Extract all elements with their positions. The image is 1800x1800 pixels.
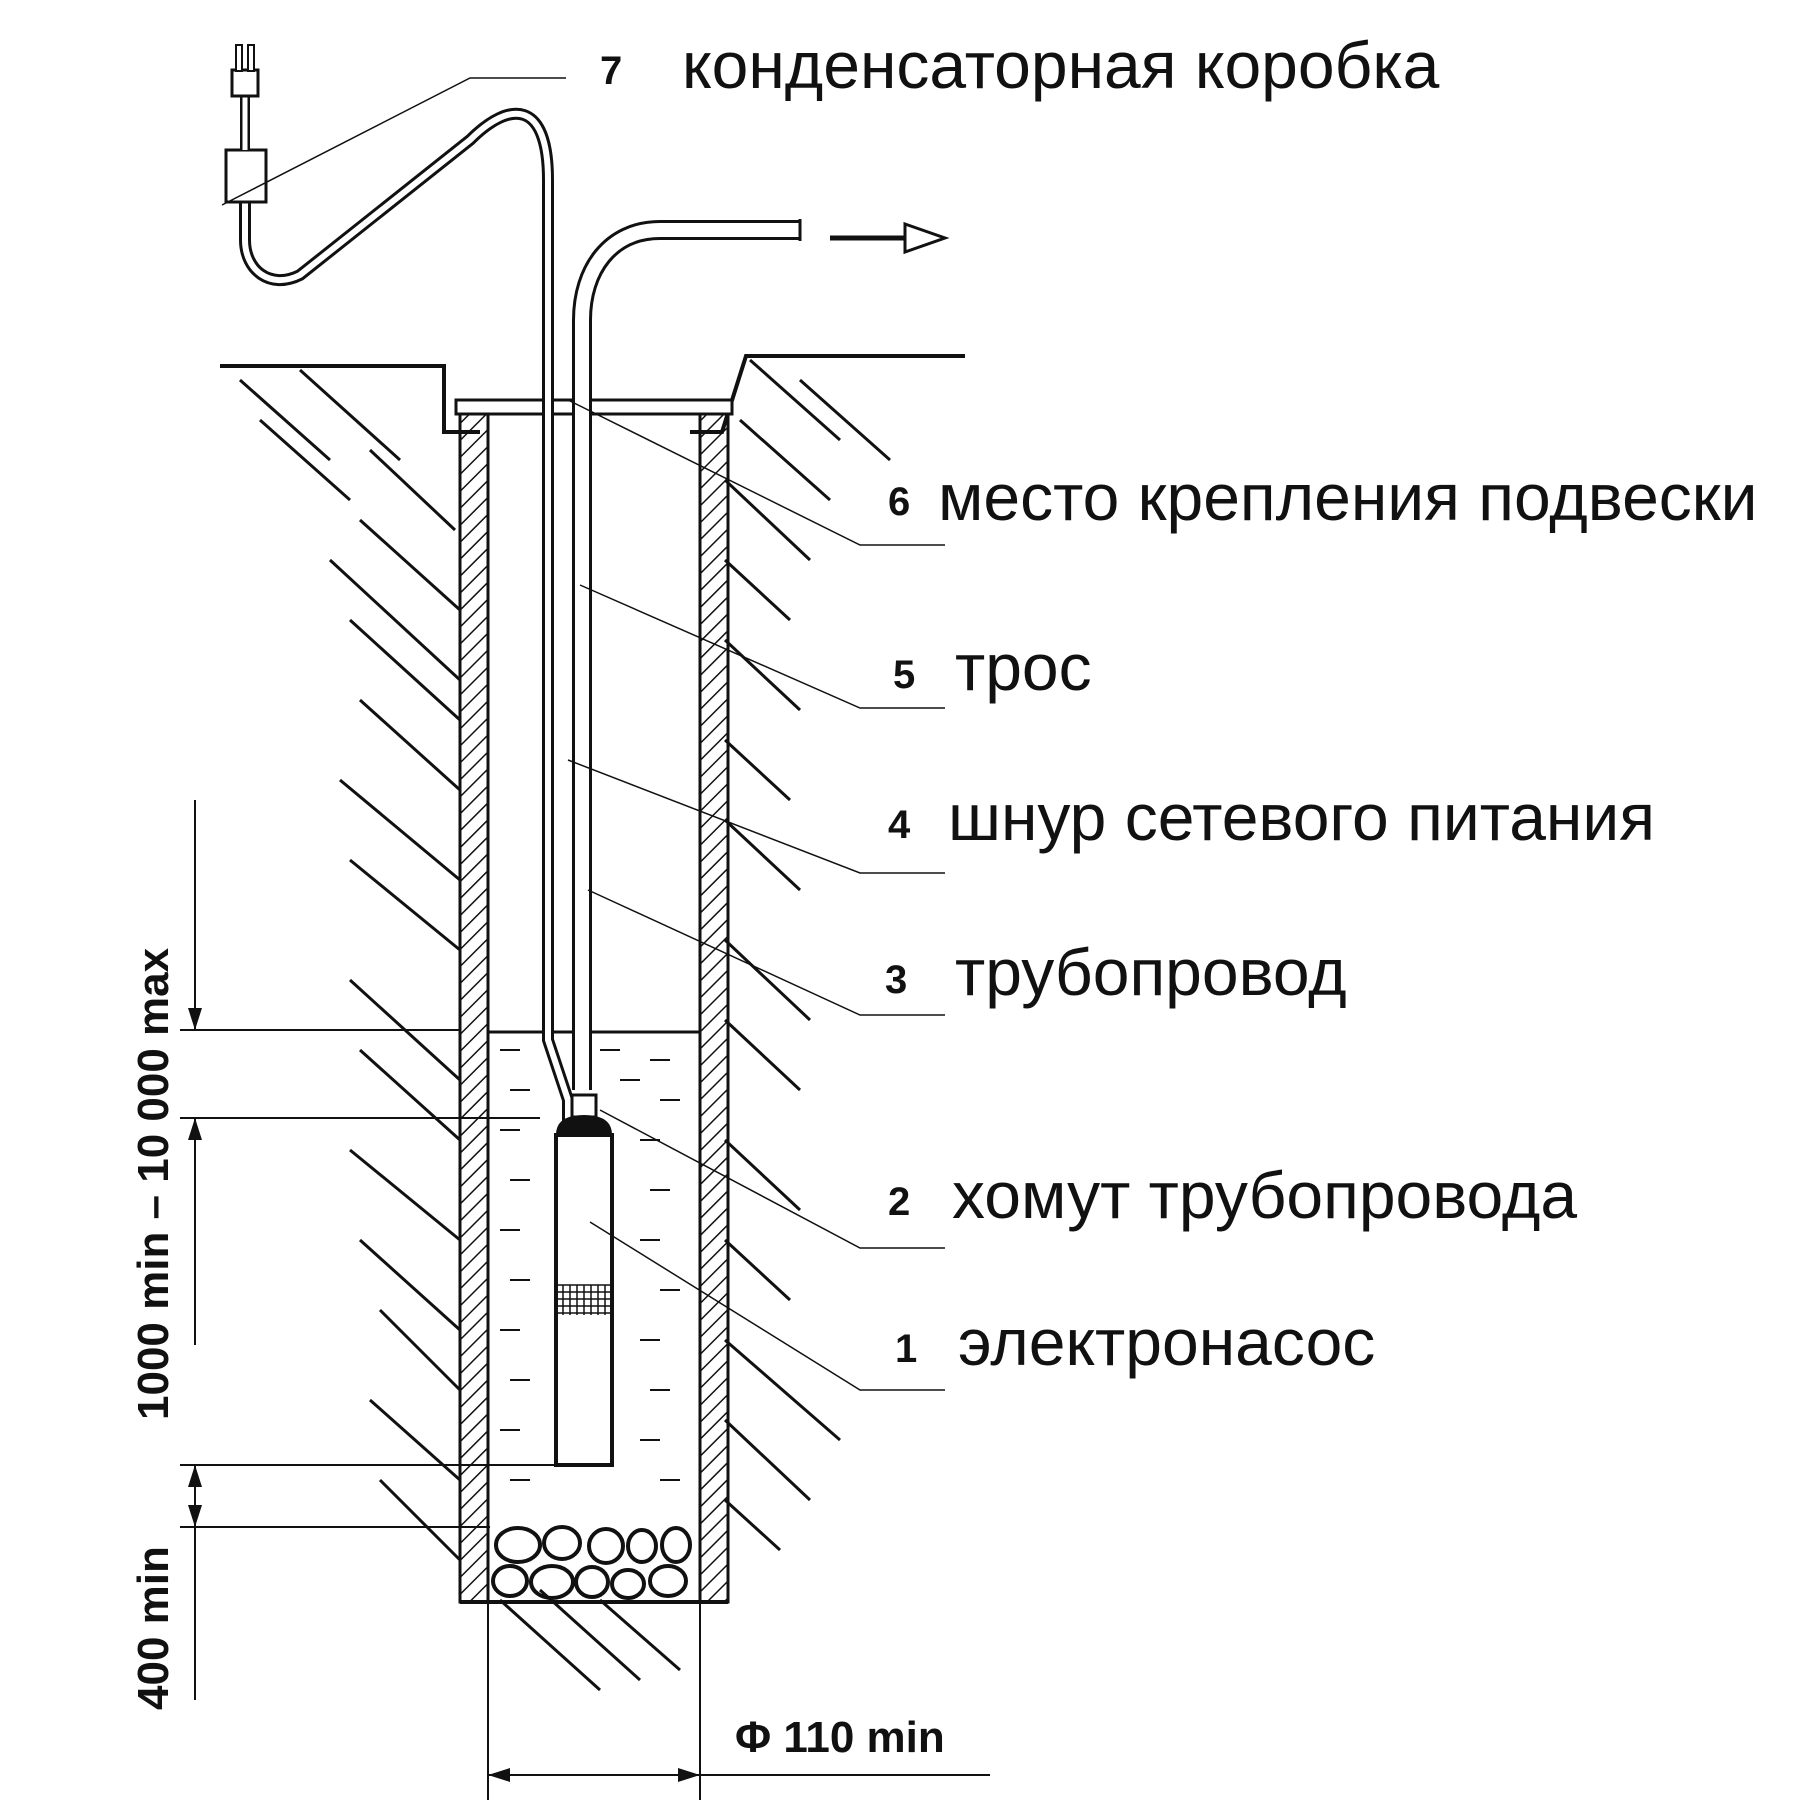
- callout-5: 5 трос: [893, 630, 1092, 704]
- soil-hatching-left: [239, 368, 462, 1562]
- callout-2-number: 2: [888, 1180, 910, 1224]
- ground: [220, 354, 965, 1692]
- pipe-clamp: [570, 1093, 598, 1119]
- callout-4-number: 4: [888, 803, 911, 847]
- well-cap: [454, 398, 734, 416]
- diameter-dimension: Φ 110 min: [487, 1560, 990, 1800]
- callout-4-text: шнур сетевого питания: [948, 780, 1655, 854]
- callout-7: 7 конденсаторная коробка: [600, 28, 1440, 102]
- callout-1: 1 электронасос: [895, 1305, 1375, 1379]
- callout-6-text: место крепления подвески: [938, 460, 1758, 534]
- callout-7-text: конденсаторная коробка: [682, 28, 1440, 102]
- callout-6-number: 6: [888, 480, 910, 524]
- well-casing: [454, 398, 734, 1604]
- callout-3: 3 трубопровод: [885, 935, 1347, 1009]
- water: [488, 1030, 700, 1481]
- bottom-clearance-label: 400 min: [129, 1546, 178, 1710]
- callout-5-text: трос: [955, 630, 1092, 704]
- capacitor-box: [224, 148, 268, 204]
- callout-2: 2 хомут трубопровода: [888, 1158, 1577, 1232]
- depth-dimension-label: 1000 min – 10 000 max: [129, 947, 178, 1420]
- callout-4: 4 шнур сетевого питания: [888, 780, 1655, 854]
- callout-1-text: электронасос: [958, 1305, 1375, 1379]
- electric-pump: [554, 1093, 614, 1467]
- callout-7-number: 7: [600, 49, 622, 93]
- callout-1-number: 1: [895, 1327, 917, 1371]
- soil-hatching-bottom: [498, 1588, 681, 1692]
- depth-dimension: 1000 min – 10 000 max: [129, 800, 540, 1420]
- bottom-clearance-dimension: 400 min: [129, 1464, 560, 1710]
- discharge-pipe: [572, 219, 950, 1090]
- gravel: [491, 1525, 692, 1600]
- flow-arrow-icon: [830, 221, 950, 255]
- callout-3-number: 3: [885, 958, 907, 1002]
- pump-intake-grid: [556, 1284, 612, 1315]
- leader-lines: [221, 77, 945, 1391]
- callout-5-number: 5: [893, 653, 915, 697]
- callout-6: 6 место крепления подвески: [888, 460, 1758, 534]
- power-cord: [224, 44, 574, 1266]
- callout-2-text: хомут трубопровода: [952, 1158, 1577, 1232]
- plug-icon: [230, 44, 260, 98]
- diameter-label: Φ 110 min: [735, 1713, 945, 1762]
- callout-3-text: трубопровод: [955, 935, 1347, 1009]
- soil-hatching-right: [723, 358, 891, 1552]
